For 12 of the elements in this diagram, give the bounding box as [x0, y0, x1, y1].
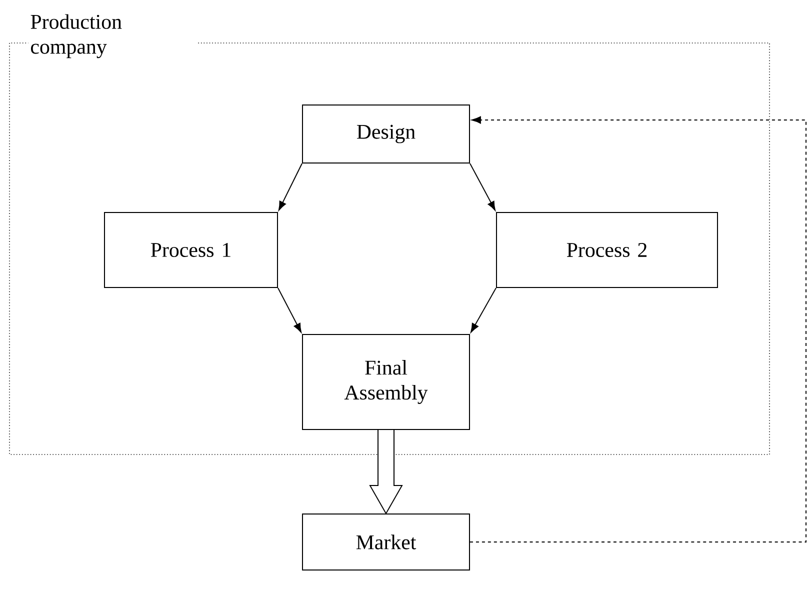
- process-box: Market: [302, 514, 470, 570]
- arrow: [278, 163, 302, 211]
- arrow: [470, 288, 496, 333]
- node-label: Production: [30, 14, 122, 29]
- process-box: Process 1: [104, 212, 278, 288]
- arrow: [470, 163, 496, 211]
- process-box: Final Assembly: [302, 334, 470, 430]
- block-arrow: [369, 430, 403, 515]
- arrow: [278, 288, 302, 333]
- process-box: Process 2: [496, 212, 718, 288]
- process-box: Design: [302, 104, 470, 164]
- feedback-arrow: [470, 116, 806, 542]
